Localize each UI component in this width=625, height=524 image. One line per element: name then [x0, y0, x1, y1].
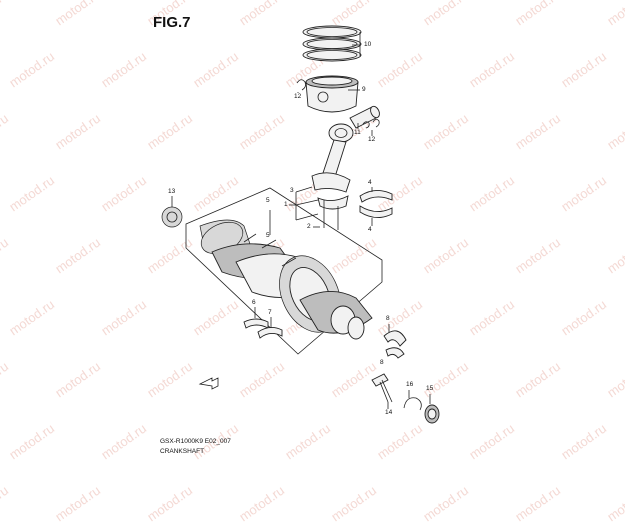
thrust-bearing — [383, 330, 407, 359]
callout-6: 6 — [252, 299, 256, 306]
crankshaft — [199, 219, 373, 340]
callout-1: 1 — [284, 201, 288, 208]
crankshaft-box-outline — [185, 187, 383, 355]
piston-pin-clip-right — [362, 121, 370, 129]
watermark-text: motod.ru — [0, 482, 11, 524]
callout-9: 9 — [362, 86, 366, 93]
ring-16 — [403, 397, 422, 411]
callout-7: 7 — [268, 309, 272, 316]
rod-bearings — [359, 190, 393, 218]
callout-2: 2 — [307, 223, 311, 230]
piston-rings — [302, 25, 362, 62]
diagram-code: GSX-R1000K9 E02_007 — [160, 438, 231, 445]
callout-12-right: 12 — [368, 136, 376, 143]
figure-title: FIG.7 — [153, 14, 191, 31]
watermark-text: motod.ru — [604, 482, 625, 524]
watermark-text: motod.ru — [236, 482, 287, 524]
watermark-text: motod.ru — [420, 482, 471, 524]
callout-15: 15 — [426, 385, 434, 392]
seal-15 — [424, 404, 440, 424]
piston-pin-clip — [296, 79, 306, 91]
crankshaft-exploded-diagram — [161, 25, 440, 424]
bolt-14 — [371, 373, 393, 403]
callout-8-top: 8 — [386, 315, 390, 322]
callout-10: 10 — [364, 41, 372, 48]
watermark-text: motod.ru — [512, 482, 563, 524]
callout-11: 11 — [354, 129, 361, 136]
watermark-text: motod.ru — [52, 482, 103, 524]
callout-5-top: 5 — [266, 197, 270, 204]
connecting-rod — [311, 123, 354, 210]
front-arrow-icon — [198, 377, 219, 390]
callout-4-top: 4 — [368, 179, 372, 186]
gear-13 — [161, 206, 183, 228]
callout-16: 16 — [406, 381, 414, 388]
watermark-text: motod.ru — [328, 482, 379, 524]
callout-5-inner: 5 — [266, 232, 270, 239]
callout-14: 14 — [385, 409, 393, 416]
main-bearings — [243, 318, 283, 339]
callout-4-bottom: 4 — [368, 226, 372, 233]
piston-pin — [349, 105, 380, 129]
callout-12-left: 12 — [294, 93, 302, 100]
piston — [305, 75, 359, 113]
callout-13: 13 — [168, 188, 176, 195]
callout-3: 3 — [290, 187, 294, 194]
callout-8-bottom: 8 — [380, 359, 384, 366]
diagram-name: CRANKSHAFT — [160, 448, 205, 455]
watermark-text: motod.ru — [144, 482, 195, 524]
